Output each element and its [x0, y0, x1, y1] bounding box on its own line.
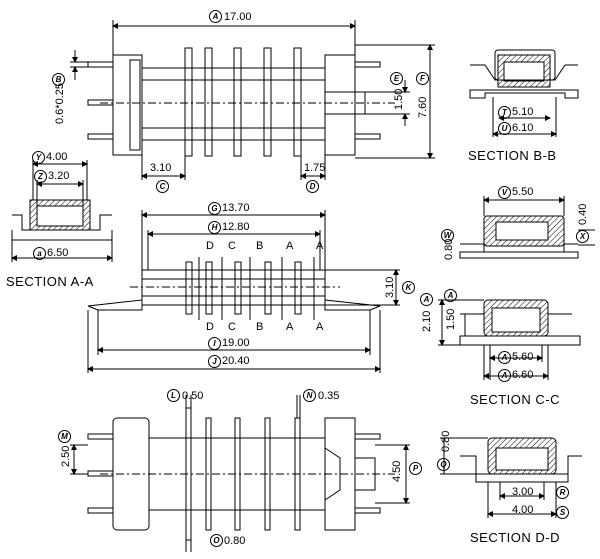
balloon-e: E [390, 72, 403, 85]
cut-a-top: A [286, 240, 294, 252]
dim-v: 5.50 [512, 186, 534, 198]
balloon-x: X [576, 230, 589, 243]
dim-i: 19.00 [222, 337, 250, 349]
cut-a-bot: A [286, 321, 294, 333]
balloon-o: O [210, 534, 223, 547]
dim-j: 20.40 [222, 355, 250, 367]
cut-d-top: D [206, 240, 214, 252]
dim-s: 4.00 [512, 504, 534, 516]
balloon-cc-top: A [444, 289, 457, 302]
dim-cc3: 5.60 [512, 351, 534, 363]
section-dd-title: SECTION D-D [470, 530, 560, 545]
balloon-z: Z [34, 170, 47, 183]
balloon-l: L [167, 389, 180, 402]
dim-cc1: 2.10 [421, 310, 433, 332]
dim-a-lower: 6.50 [47, 247, 69, 259]
balloon-cc-left: A [420, 293, 433, 306]
cut-a2-top: A [316, 240, 324, 252]
dim-q: 0.80 [440, 430, 452, 452]
balloon-f: F [416, 72, 429, 85]
dim-z: 3.20 [48, 170, 70, 182]
cut-d-bot: D [206, 321, 214, 333]
section-bb-title: SECTION B-B [468, 148, 557, 163]
section-aa-title: SECTION A-A [6, 274, 94, 289]
top-view [70, 20, 435, 180]
dim-l: 0.50 [182, 390, 204, 402]
balloon-r: R [556, 486, 569, 499]
dim-g: 13.70 [222, 202, 250, 214]
dim-w: 0.80 [443, 238, 455, 260]
dim-t: 5.10 [512, 106, 534, 118]
dim-x: 0.40 [577, 203, 589, 225]
cut-b-bot: B [256, 321, 264, 333]
section-dd [440, 437, 582, 518]
dim-f: 7.60 [417, 96, 429, 118]
balloon-q: Q [437, 458, 450, 471]
balloon-y: Y [32, 151, 45, 164]
balloon-h: H [208, 221, 221, 234]
dim-u: 6.10 [512, 122, 534, 134]
bottom-view [70, 395, 410, 552]
dim-k: 3.10 [384, 276, 396, 298]
balloon-i: I [208, 337, 221, 350]
balloon-p: P [409, 462, 422, 475]
balloon-k: K [402, 281, 415, 294]
section-cc-title: SECTION C-C [470, 392, 560, 407]
balloon-s: S [556, 506, 569, 519]
section-bb [469, 49, 579, 137]
balloon-c: C [156, 180, 169, 193]
dim-r: 3.00 [512, 486, 534, 498]
balloon-cc3: A [498, 351, 511, 364]
dim-y: 4.00 [46, 151, 68, 163]
balloon-j: J [208, 355, 221, 368]
balloon-cc4: A [498, 369, 511, 382]
section-v [459, 196, 595, 259]
balloon-u: U [498, 122, 511, 135]
dim-cc4: 6.60 [512, 369, 534, 381]
dim-n: 0.35 [318, 390, 340, 402]
balloon-n: N [303, 389, 316, 402]
dim-e: 1.50 [393, 88, 405, 110]
balloon-v: V [498, 186, 511, 199]
cut-c-top: C [228, 240, 236, 252]
dim-m: 2.50 [60, 445, 72, 467]
dim-b: 0.6*0.25 [54, 83, 66, 124]
balloon-w: W [441, 229, 454, 242]
dim-a: 17.00 [224, 11, 252, 23]
balloon-m: M [58, 430, 71, 443]
dim-d: 1.75 [304, 162, 326, 174]
cut-b-top: B [256, 240, 264, 252]
balloon-a: A [209, 10, 222, 23]
section-aa [11, 160, 113, 262]
dim-o: 0.80 [224, 535, 246, 547]
cut-a2-bot: A [316, 321, 324, 333]
cut-c-bot: C [228, 321, 236, 333]
balloon-b: B [52, 73, 65, 86]
section-cc [438, 299, 581, 380]
dim-cc2: 1.50 [445, 308, 457, 330]
dim-c: 3.10 [150, 162, 172, 174]
balloon-g: G [208, 202, 221, 215]
balloon-a-lower: a [33, 247, 46, 260]
side-view [87, 210, 400, 373]
dim-h: 12.80 [222, 221, 250, 233]
dim-p: 4.50 [391, 460, 403, 482]
balloon-d: D [306, 180, 319, 193]
balloon-t: T [498, 106, 511, 119]
